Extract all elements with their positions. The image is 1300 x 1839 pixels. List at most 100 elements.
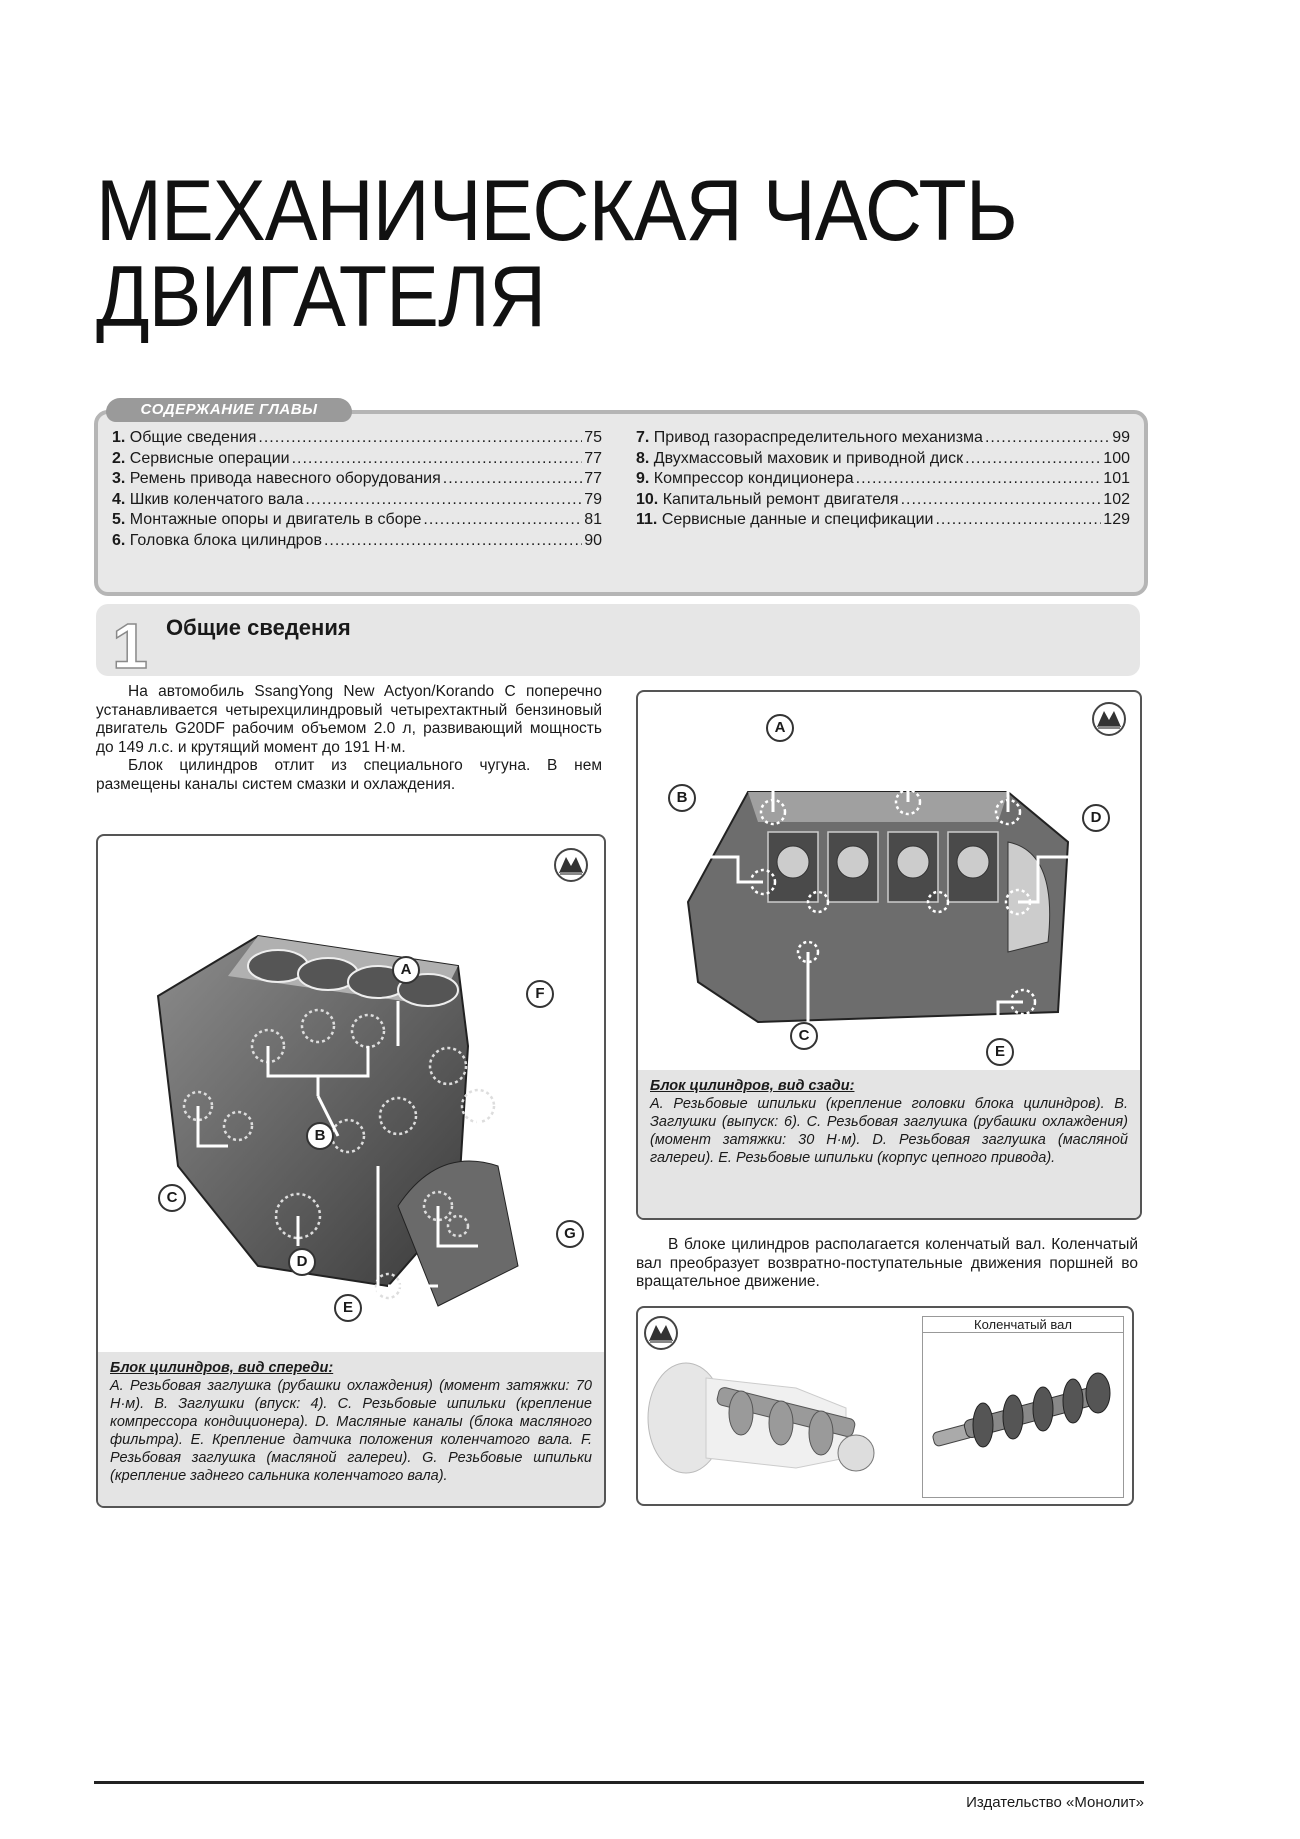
toc-entry-label: 4. Шкив коленчатого вала bbox=[112, 490, 303, 511]
section-title: Общие сведения bbox=[166, 615, 351, 640]
toc-entry: 10. Капитальный ремонт двигателя 102 bbox=[636, 490, 1130, 511]
publisher-logo-icon bbox=[644, 1316, 678, 1350]
marker-g: G bbox=[556, 1220, 584, 1248]
toc-entry-title: Двухмассовый маховик и приводной диск bbox=[653, 449, 964, 467]
toc-entry: 1. Общие сведения 75 bbox=[112, 428, 602, 449]
toc-leader-dots bbox=[965, 449, 1101, 470]
toc-header: СОДЕРЖАНИЕ ГЛАВЫ bbox=[106, 398, 352, 422]
marker-c: C bbox=[158, 1184, 186, 1212]
toc-entry-page: 129 bbox=[1103, 511, 1130, 528]
toc-entry: 8. Двухмассовый маховик и приводной диск… bbox=[636, 449, 1130, 470]
marker-e: E bbox=[986, 1038, 1014, 1066]
toc-entry-number: 10. bbox=[636, 490, 659, 508]
toc-leader-dots bbox=[856, 469, 1102, 490]
intro-paragraph-1: На автомобиль SsangYong New Actyon/Koran… bbox=[96, 683, 602, 756]
figure-block-front: A F B C D E G Блок цилиндров, вид сперед… bbox=[96, 834, 606, 1508]
marker-b: B bbox=[306, 1122, 334, 1150]
figure-rear-caption-text: A. Резьбовые шпильки (крепление головки … bbox=[650, 1096, 1128, 1166]
toc-entry-label: 2. Сервисные операции bbox=[112, 449, 290, 470]
toc-entry-number: 5. bbox=[112, 511, 126, 528]
chapter-contents-box: 1. Общие сведения 75 2. Сервисные операции… bbox=[94, 410, 1148, 596]
toc-entry-number: 7. bbox=[636, 429, 650, 446]
toc-entry-label: 1. Общие сведения bbox=[112, 428, 256, 449]
toc-entry-number: 1. bbox=[112, 429, 126, 446]
toc-entry: 11. Сервисные данные и спецификации 129 bbox=[636, 510, 1130, 531]
toc-entry: 5. Монтажные опоры и двигатель в сборе81 bbox=[112, 510, 602, 531]
toc-entry-title: Общие сведения bbox=[129, 429, 257, 446]
toc-entry-label: 8. Двухмассовый маховик и приводной диск bbox=[636, 449, 963, 470]
toc-entry-page: 77 bbox=[584, 470, 602, 487]
toc-right-column: 7. Привод газораспределительного механиз… bbox=[636, 428, 1130, 531]
marker-e: E bbox=[334, 1294, 362, 1322]
toc-entry-page: 90 bbox=[584, 531, 602, 549]
toc-entry: 6. Головка блока цилиндров90 bbox=[112, 531, 602, 552]
toc-entry: 7. Привод газораспределительного механиз… bbox=[636, 428, 1130, 449]
toc-entry-title: Компрессор кондиционера bbox=[653, 470, 854, 487]
figure-block-rear: A B D C E Блок цилиндров, вид сзади: A. … bbox=[636, 690, 1142, 1220]
chapter-title-line-1: МЕХАНИЧЕСКАЯ ЧАСТЬ bbox=[96, 163, 1018, 259]
toc-entry-number: 2. bbox=[112, 449, 126, 467]
toc-entry-title: Привод газораспределительного механизма bbox=[653, 429, 983, 446]
intro-paragraph-2: Блок цилиндров отлит из специального чуг… bbox=[96, 757, 602, 793]
marker-a: A bbox=[766, 714, 794, 742]
toc-entry-title: Головка блока цилиндров bbox=[129, 531, 322, 549]
toc-entry-label: 7. Привод газораспределительного механиз… bbox=[636, 428, 983, 449]
toc-leader-dots bbox=[901, 490, 1102, 511]
toc-entry-page: 101 bbox=[1103, 470, 1130, 487]
toc-entry: 3. Ремень привода навесного оборудования… bbox=[112, 469, 602, 490]
cylinder-block-front-image bbox=[156, 934, 519, 1316]
toc-leader-dots bbox=[423, 510, 582, 531]
marker-d: D bbox=[288, 1248, 316, 1276]
toc-entry-label: 9. Компрессор кондиционера bbox=[636, 469, 854, 490]
toc-leader-dots bbox=[985, 428, 1110, 449]
toc-entry-title: Ремень привода навесного оборудования bbox=[129, 470, 441, 487]
toc-entry-title: Сервисные данные и спецификации bbox=[661, 511, 934, 528]
toc-entry-number: 11. bbox=[636, 511, 658, 528]
figure-crankshaft: Коленчатый вал bbox=[636, 1306, 1134, 1506]
crankshaft-image bbox=[932, 1372, 1111, 1448]
publisher-logo-icon bbox=[554, 848, 588, 882]
toc-leader-dots bbox=[935, 510, 1101, 531]
toc-leader-dots bbox=[305, 490, 582, 511]
toc-entry-number: 8. bbox=[636, 449, 650, 467]
toc-entry-title: Сервисные операции bbox=[129, 449, 290, 467]
section-number: 1 bbox=[111, 610, 148, 682]
toc-entry-title: Монтажные опоры и двигатель в сборе bbox=[129, 511, 422, 528]
toc-entry: 9. Компрессор кондиционера 101 bbox=[636, 469, 1130, 490]
toc-entry-label: 5. Монтажные опоры и двигатель в сборе bbox=[112, 510, 421, 531]
crankshaft-label: Коленчатый вал bbox=[923, 1317, 1123, 1333]
toc-entry-label: 11. Сервисные данные и спецификации bbox=[636, 510, 933, 531]
toc-leader-dots bbox=[292, 449, 583, 470]
crankshaft-paragraph: В блоке цилиндров располагается коленчат… bbox=[636, 1236, 1138, 1290]
toc-entry-page: 75 bbox=[584, 429, 602, 446]
toc-entry-page: 77 bbox=[584, 449, 602, 467]
toc-entry-page: 79 bbox=[584, 490, 602, 508]
cylinder-block-rear-image bbox=[678, 770, 1078, 1052]
toc-entry-number: 9. bbox=[636, 470, 650, 487]
toc-entry-page: 99 bbox=[1112, 429, 1130, 446]
figure-rear-caption: Блок цилиндров, вид сзади: A. Резьбовые … bbox=[638, 1070, 1140, 1218]
toc-entry-title: Шкив коленчатого вала bbox=[129, 490, 304, 508]
toc-entry-number: 4. bbox=[112, 490, 126, 508]
toc-entry-title: Капитальный ремонт двигателя bbox=[662, 490, 899, 508]
marker-b: B bbox=[668, 784, 696, 812]
crankshaft-inset: Коленчатый вал bbox=[922, 1316, 1124, 1498]
figure-front-caption-head: Блок цилиндров, вид спереди: bbox=[110, 1360, 334, 1376]
toc-entry-page: 102 bbox=[1103, 490, 1130, 508]
footer-rule bbox=[94, 1781, 1144, 1784]
marker-c: C bbox=[790, 1022, 818, 1050]
publisher-footer: Издательство «Монолит» bbox=[966, 1794, 1144, 1811]
engine-crankshaft-location-image bbox=[647, 1362, 875, 1474]
toc-entry: 2. Сервисные операции 77 bbox=[112, 449, 602, 470]
toc-leader-dots bbox=[443, 469, 582, 490]
publisher-logo-icon bbox=[1092, 702, 1126, 736]
toc-entry-label: 10. Капитальный ремонт двигателя bbox=[636, 490, 899, 511]
marker-a: A bbox=[392, 956, 420, 984]
toc-leader-dots bbox=[324, 531, 582, 552]
marker-d: D bbox=[1082, 804, 1110, 832]
toc-entry-page: 100 bbox=[1103, 449, 1130, 467]
intro-text: На автомобиль SsangYong New Actyon/Koran… bbox=[96, 683, 602, 794]
toc-leader-dots bbox=[258, 428, 582, 449]
figure-front-caption-text: A. Резьбовая заглушка (рубашки охлаждени… bbox=[110, 1378, 592, 1484]
marker-f: F bbox=[526, 980, 554, 1008]
